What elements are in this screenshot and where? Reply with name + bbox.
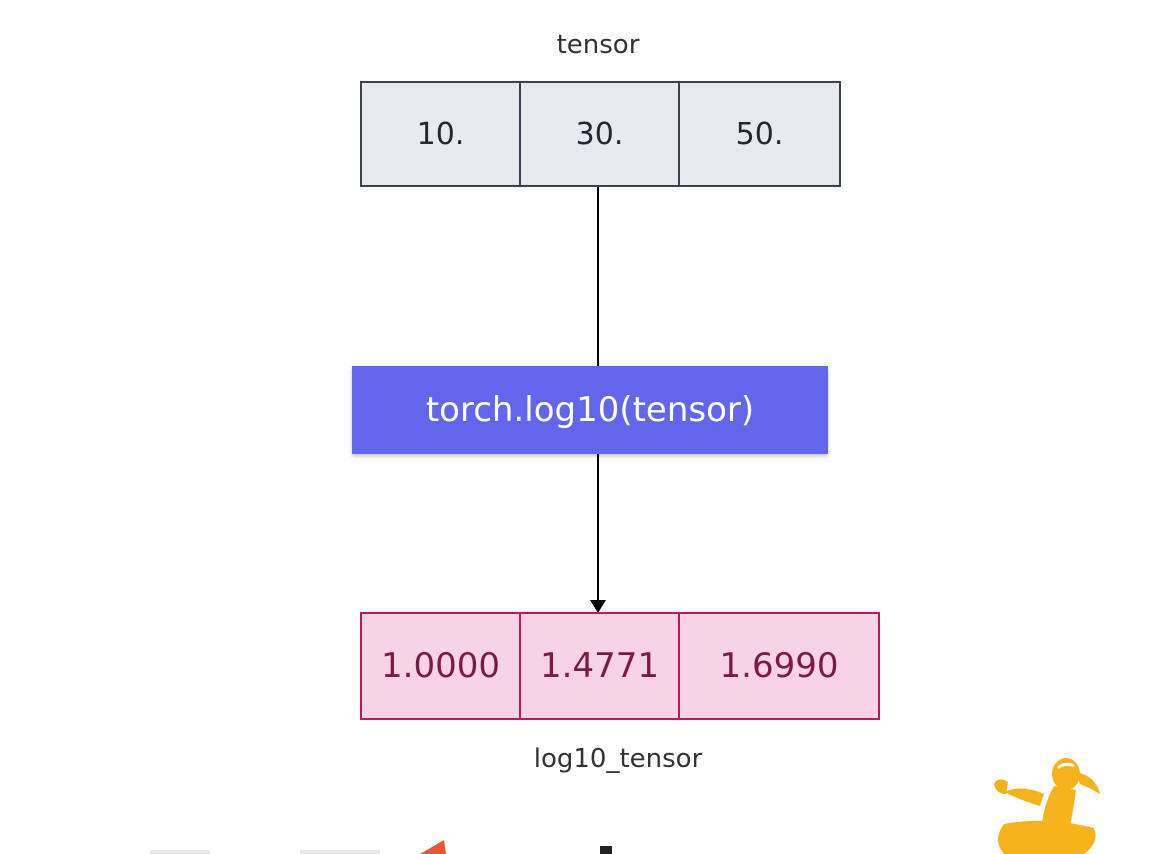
input-tensor-label: tensor (556, 30, 640, 60)
output-cell: 1.0000 (362, 614, 521, 718)
input-cell: 50. (735, 116, 784, 152)
output-tensor: 1.0000 1.4771 1.6990 (360, 612, 880, 720)
operation-box: torch.log10(tensor) (352, 366, 828, 454)
input-tensor: 10. 30. 50. (360, 81, 841, 187)
input-cell: 10. (362, 83, 521, 185)
input-cell: 30. (521, 83, 680, 185)
output-tensor-label: log10_tensor (533, 744, 703, 774)
arrow-head-icon (590, 600, 606, 613)
yoga-figure-icon (994, 758, 1100, 854)
pytorch-logo-icon (150, 840, 612, 854)
output-cell: 1.4771 (521, 614, 680, 718)
output-cell: 1.6990 (719, 646, 839, 686)
